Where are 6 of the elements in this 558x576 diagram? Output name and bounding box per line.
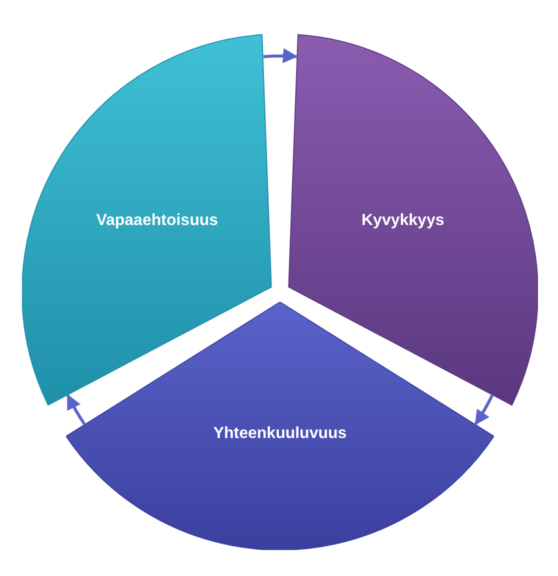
arrow bbox=[474, 394, 494, 426]
segment-label: Kyvykkyys bbox=[362, 212, 444, 230]
arrow bbox=[66, 394, 86, 425]
segment-label: Yhteenkuuluvuus bbox=[213, 424, 347, 443]
segment-label: Vapaaehtoisuus bbox=[96, 212, 218, 230]
arrow bbox=[263, 48, 298, 64]
